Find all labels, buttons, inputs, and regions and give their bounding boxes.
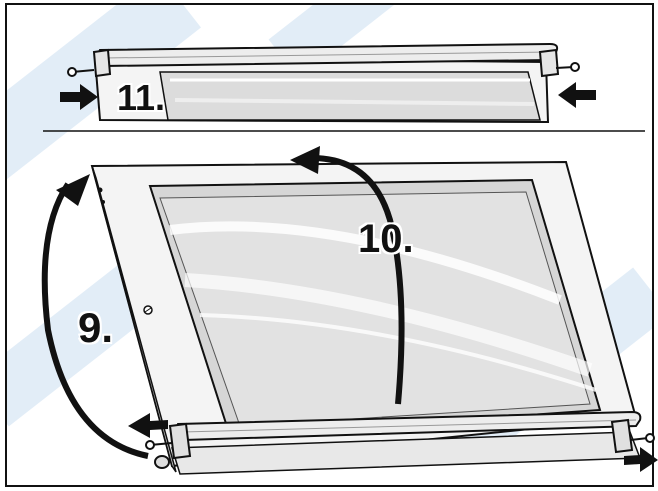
rotate-arrow-icon xyxy=(41,182,149,459)
pull-arrow-icon xyxy=(624,447,658,472)
step-11-label: 11. xyxy=(117,77,166,118)
upper-glass-pane xyxy=(159,71,541,121)
push-arrow-icon xyxy=(60,84,98,110)
upper-right-endcap xyxy=(538,48,560,78)
pull-arrow-icon xyxy=(128,413,168,438)
screw-icon xyxy=(629,433,655,443)
screw-icon xyxy=(145,440,173,450)
upper-left-endcap xyxy=(92,48,112,78)
right-endcap xyxy=(610,418,634,454)
screw-icon xyxy=(555,62,580,72)
rotate-arrow-icon xyxy=(311,155,405,405)
step-9-label: 9. xyxy=(78,304,114,351)
step-11-illustration xyxy=(60,42,596,124)
glass-highlight xyxy=(169,221,562,305)
step-9-10-illustration xyxy=(41,146,658,475)
door-foot xyxy=(154,455,170,469)
screw-icon xyxy=(67,67,95,77)
left-endcap xyxy=(168,422,192,460)
step-10-label: 10. xyxy=(358,217,414,261)
push-arrow-icon xyxy=(558,82,596,108)
